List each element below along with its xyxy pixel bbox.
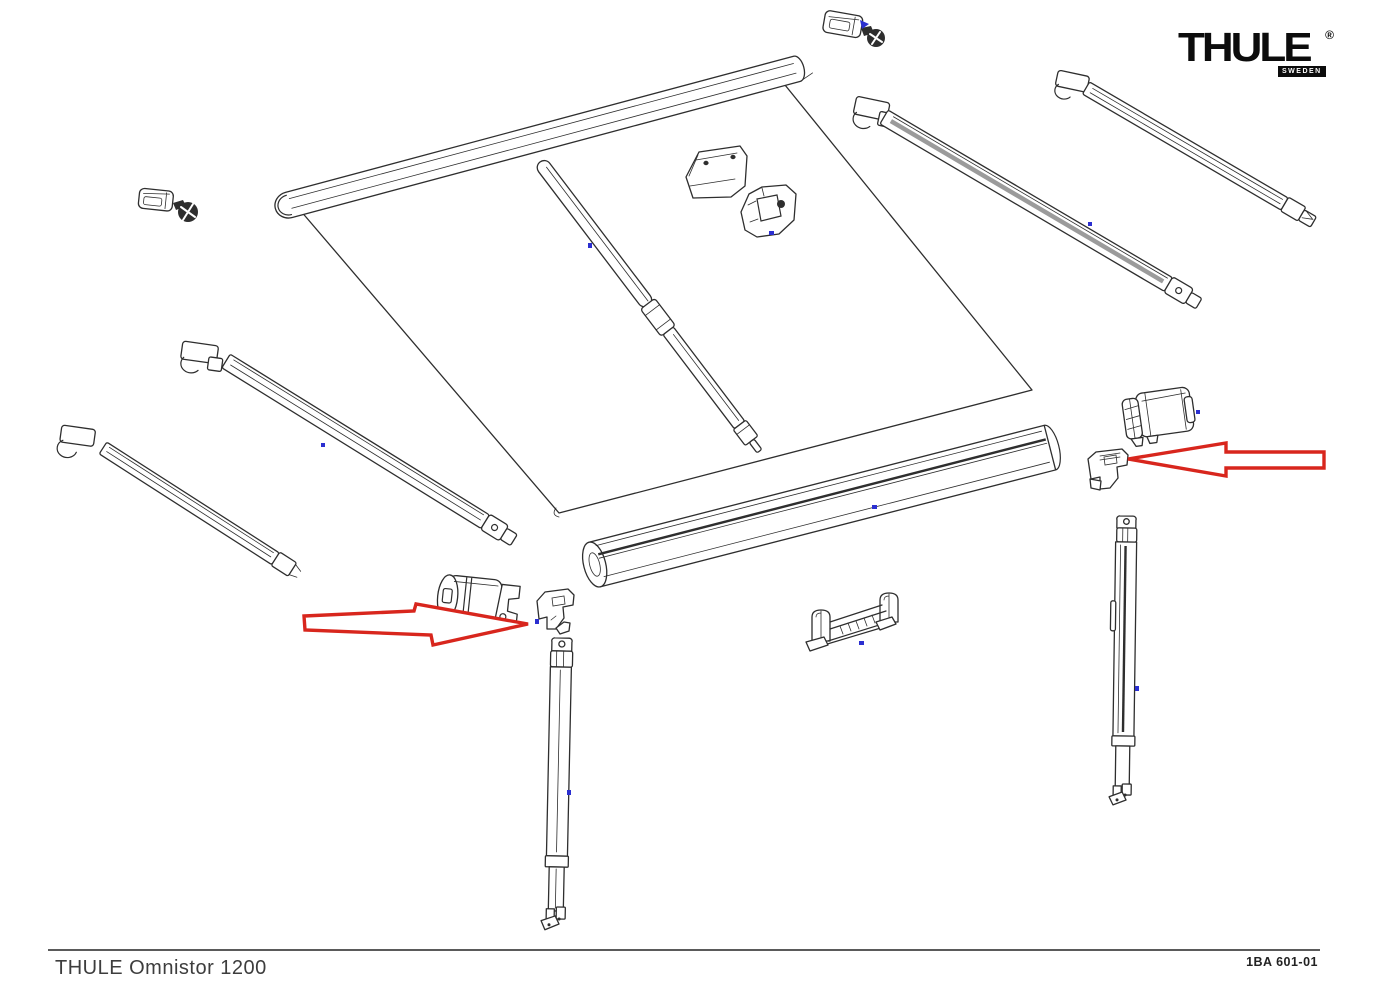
red-arrow-left xyxy=(302,602,529,648)
bracket-plate xyxy=(685,145,748,199)
link-marker xyxy=(859,641,864,645)
model-title: THULE Omnistor 1200 xyxy=(55,957,267,979)
thule-logo-sweden: SWEDEN xyxy=(1278,66,1326,77)
link-marker xyxy=(1088,222,1092,226)
support-leg-right xyxy=(1108,515,1138,806)
spring-arm-left-upper xyxy=(180,340,518,546)
footer-rule xyxy=(48,949,1320,951)
slider-bracket-right xyxy=(1087,448,1129,491)
link-marker xyxy=(588,243,592,248)
red-arrow-right xyxy=(1127,440,1326,479)
spring-arm-right-outer xyxy=(1054,69,1317,228)
link-marker xyxy=(860,20,869,29)
link-marker xyxy=(1135,686,1139,691)
support-leg-left xyxy=(540,637,574,931)
case-lead-rail xyxy=(274,55,813,219)
link-marker xyxy=(1196,410,1200,414)
link-marker xyxy=(567,790,571,795)
tension-rafter-pole xyxy=(536,159,762,453)
thule-logo-text: THULE xyxy=(1178,25,1313,71)
end-cap-and-screw-left xyxy=(137,187,198,222)
link-markers xyxy=(321,20,1200,795)
mounting-bracket xyxy=(805,592,899,652)
spring-arm-left-lower xyxy=(56,424,302,578)
spring-arm-right-inner xyxy=(852,95,1202,309)
link-marker xyxy=(769,231,774,235)
link-marker xyxy=(872,505,877,509)
link-marker xyxy=(321,443,325,447)
bracket-clamp xyxy=(740,184,797,238)
gear-end-cap-right xyxy=(1121,386,1196,448)
slider-bracket-left xyxy=(536,588,575,635)
registered-mark-icon: ® xyxy=(1325,28,1334,42)
link-marker xyxy=(535,619,539,624)
drawing-number: 1BA 601-01 xyxy=(1246,955,1318,969)
roller-tube xyxy=(581,424,1061,588)
thule-logo: THULE ® SWEDEN xyxy=(1178,26,1338,88)
end-cap-and-screw-top xyxy=(822,10,885,47)
